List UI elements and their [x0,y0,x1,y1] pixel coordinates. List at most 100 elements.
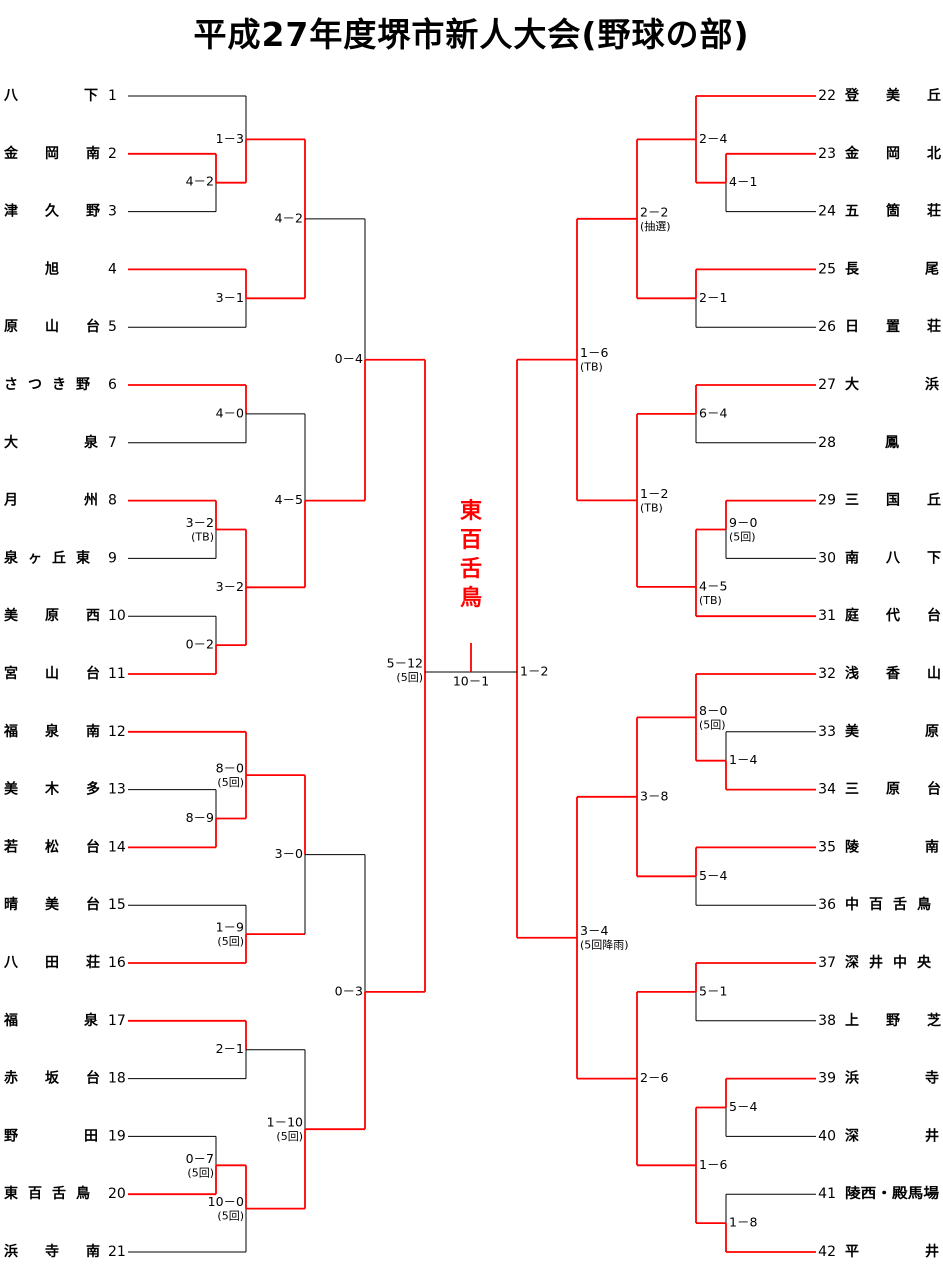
match-score: 1－2 [520,664,548,679]
team-seed: 23 [818,146,836,162]
match-score: 3－2 [186,515,214,530]
team-seed: 28 [818,435,836,451]
match-score: 0－4 [335,351,363,366]
team-seed: 1 [108,88,117,104]
team-name: 美 [845,723,860,740]
team-name: 下 [84,88,98,104]
match-note: (TB) [699,594,722,607]
team-seed: 25 [818,261,836,277]
team-seed: 19 [108,1128,126,1144]
team-name: 若松台 [3,838,127,855]
match-score: 2－2 [640,204,668,219]
team-seed: 38 [818,1013,836,1029]
match-score: 4－5 [275,492,303,507]
page-title: 平成27年度堺市新人大会(野球の部) [193,15,750,54]
match-score: 5－4 [729,1099,757,1114]
match-score: 4－2 [186,173,214,188]
team-seed: 18 [108,1071,126,1087]
team-name: 鳳 [885,435,899,451]
match-score: 2－6 [640,1070,668,1085]
match-score: 4－0 [216,405,244,420]
team-seed: 24 [818,204,836,220]
match-score: 3－0 [275,846,303,861]
team-name: 八 [3,88,19,104]
team-name: 三国丘 [845,493,943,509]
team-name: 浜寺南 [4,1243,127,1260]
team-name: 泉ヶ丘東 [4,549,100,566]
team-seed: 33 [818,724,836,740]
team-seed: 11 [108,666,126,682]
team-seed: 36 [818,897,836,913]
match-note: (TB) [640,501,663,514]
team-name: 旭 [44,260,59,277]
match-score: 3－2 [216,579,244,594]
match-score: 1－6 [699,1157,727,1172]
team-seed: 37 [818,955,836,971]
team-name: 泉 [84,1012,99,1029]
team-name: 州 [83,493,98,509]
team-name: 上野芝 [845,1012,943,1029]
match-note: (5回) [217,1210,244,1223]
team-name: 陵 [845,838,860,855]
champion-char: 舌 [460,557,482,582]
match-note: (TB) [580,361,603,374]
match-score: 3－8 [640,788,668,803]
match-note: (5回) [699,718,726,731]
team-name: 赤坂台 [4,1070,127,1087]
match-score: 5－4 [699,868,727,883]
team-seed: 16 [108,955,126,971]
team-seed: 39 [818,1071,836,1087]
team-seed: 32 [818,666,836,682]
team-seed: 31 [818,608,836,624]
team-seed: 41 [818,1186,836,1202]
team-name: 庭代台 [845,607,943,624]
match-score: 1－3 [216,131,244,146]
match-score: 0－3 [335,983,363,998]
match-score: 6－4 [699,405,727,420]
team-seed: 14 [108,839,126,855]
team-seed: 27 [818,377,836,393]
team-name: 登美丘 [844,87,943,104]
team-seed: 6 [108,377,117,393]
team-seed: 22 [818,88,836,104]
team-seed: 2 [108,146,117,162]
match-score: 0－7 [186,1151,214,1166]
match-note: (5回) [396,671,423,684]
team-seed: 4 [108,261,117,277]
team-name: 大 [845,376,859,393]
match-note: (TB) [191,531,214,544]
match-score: 1－8 [729,1215,757,1230]
match-note: (5回) [217,776,244,789]
team-name: さつき野 [4,377,100,393]
team-name: 八田荘 [3,954,127,971]
team-name: 長 [845,261,860,277]
champion-char: 東 [460,499,482,524]
team-name: 金岡北 [844,145,943,162]
team-name: 五箇荘 [845,203,943,220]
team-name: 井 [925,1127,939,1144]
team-name: 深 [845,1127,859,1144]
team-name: 野 [4,1128,18,1144]
team-seed: 21 [108,1244,126,1260]
match-score: 8－0 [216,761,244,776]
match-note: (5回) [276,1130,303,1143]
team-seed: 9 [108,550,117,566]
team-name: 原 [925,724,939,740]
match-note: (5回降雨) [580,938,629,952]
match-score: 2－1 [699,290,727,305]
team-seed: 26 [818,319,836,335]
match-score: 9－0 [729,515,757,530]
team-name: 浜 [925,376,939,393]
team-seed: 42 [818,1244,836,1260]
match-score: 1－4 [729,752,757,767]
team-name: 中百舌鳥 [845,896,941,913]
team-name: 原山台 [4,318,127,335]
match-score: 3－1 [216,290,244,305]
team-name: 月 [3,493,18,509]
team-name: 南八下 [845,549,943,566]
team-name: 福 [3,1012,18,1029]
team-name: 福泉南 [3,723,127,740]
team-seed: 30 [818,550,836,566]
team-seed: 3 [108,204,117,220]
